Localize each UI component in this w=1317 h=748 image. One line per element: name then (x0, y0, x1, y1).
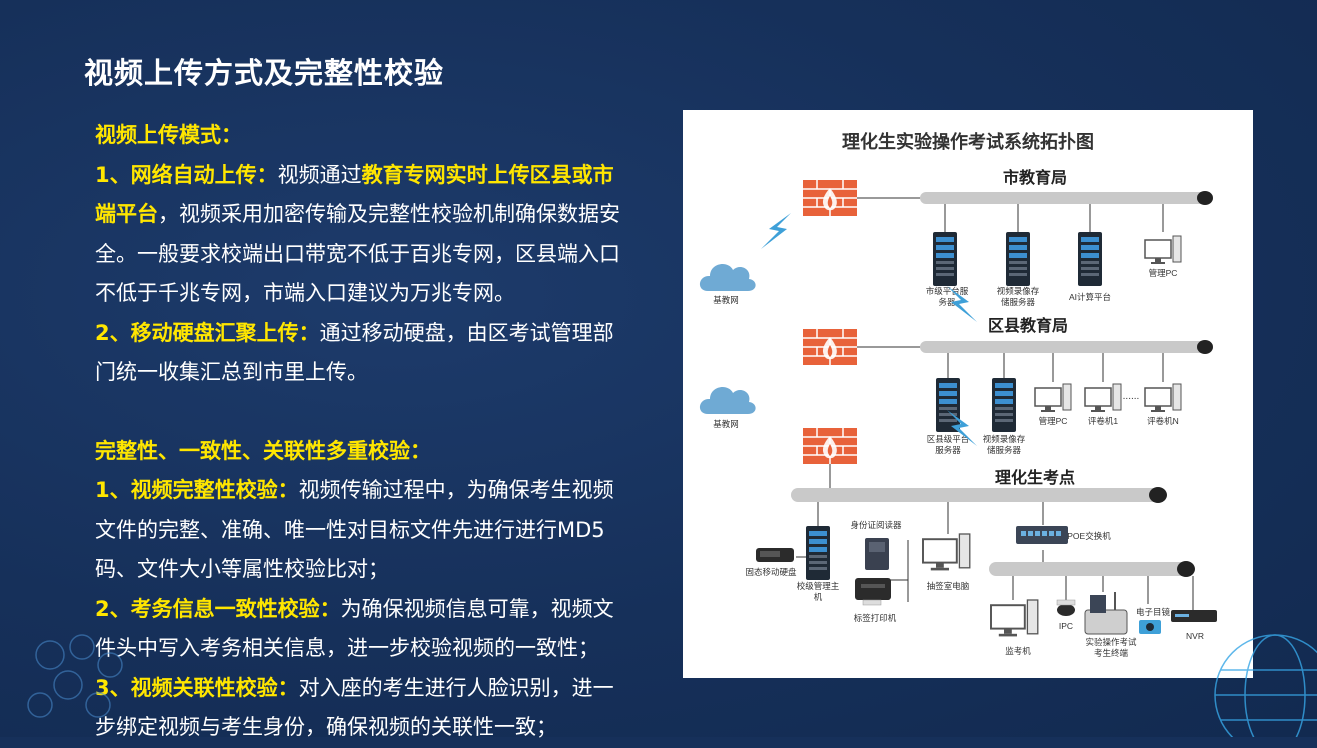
ipc-label: IPC (1059, 621, 1073, 631)
cloud1-label: 基教网 (713, 295, 739, 305)
ssd-label: 固态移动硬盘 (745, 567, 797, 577)
grader-1-label: 评卷机1 (1088, 416, 1119, 426)
city-backbone-bar (920, 191, 1213, 205)
nvr-label: NVR (1186, 631, 1204, 641)
city-storage-server-icon (1006, 232, 1030, 286)
terminal-label: 实验操作考试 (1085, 637, 1137, 647)
district-firewall-icon (802, 328, 858, 366)
paragraph-association: 3、视频关联性校验：对入座的考生进行人脸识别，进一步绑定视频与考生身份，确保视频… (95, 675, 614, 740)
paragraph-consistency: 2、考务信息一致性校验：为确保视频信息可靠，视频文件头中写入考务相关信息，进一步… (95, 596, 614, 661)
grader-n-icon (1144, 383, 1182, 413)
exam-terminal-icon (1084, 592, 1128, 635)
school-label: 理化生考点 (995, 468, 1075, 487)
draw-pc-label: 抽签室电脑 (927, 581, 970, 591)
district-server2-label-b: 储服务器 (987, 445, 1022, 455)
district-pc-label: 管理PC (1039, 416, 1068, 426)
district-backbone-bar (920, 340, 1213, 354)
eyepiece-icon (1139, 620, 1161, 634)
district-label: 区县教育局 (988, 316, 1068, 335)
school-backbone-bar (791, 487, 1167, 503)
school-server-label: 校级管理主 (797, 581, 840, 591)
proctor-pc-icon (990, 599, 1039, 638)
city-firewall-icon (802, 179, 858, 217)
diagram-title: 理化生实验操作考试系统拓扑图 (842, 131, 1094, 152)
decorative-icons-graphic (27, 634, 123, 718)
district-pc-icon (1034, 383, 1072, 413)
grader-n-label: 评卷机N (1147, 416, 1179, 426)
id-reader-label: 身份证阅读器 (850, 520, 902, 530)
network-cloud-icon (699, 264, 756, 291)
city-pc-label: 管理PC (1149, 268, 1178, 278)
district-storage-server-icon (992, 378, 1016, 432)
label-printer-label: 标签打印机 (854, 613, 897, 623)
cloud2-label: 基教网 (713, 419, 739, 429)
ai-platform-label: AI计算平台 (1069, 292, 1111, 302)
city-server1-label-b: 务器 (938, 297, 956, 307)
nvr-icon (1171, 610, 1217, 622)
city-platform-server-icon (933, 232, 957, 286)
topology-diagram-panel: 理化生实验操作考试系统拓扑图 市教育局 市级平台服 务器 视频录像存 储服务器 … (683, 110, 1253, 678)
lightning-link-icon (761, 213, 791, 249)
poe-switch-label: POE交换机 (1067, 531, 1111, 541)
paragraph-disk-upload: 2、移动硬盘汇聚上传：通过移动硬盘，由区考试管理部门统一收集汇总到市里上传。 (95, 320, 614, 385)
paragraph-network-upload: 1、网络自动上传：视频通过教育专网实时上传区县或市端平台，视频采用加密传输及完整… (95, 162, 620, 306)
city-server1-label: 市级平台服 (926, 286, 969, 296)
ipc-camera-icon (1056, 599, 1076, 616)
district-platform-server-icon (936, 378, 960, 432)
terminal-label-b: 考生终端 (1094, 648, 1129, 658)
school-firewall-icon (802, 427, 858, 465)
district-server1-label-b: 服务器 (935, 445, 961, 455)
eyepiece-label: 电子目镜 (1136, 607, 1171, 617)
grader-1-icon (1084, 383, 1122, 413)
grader-dots: ...... (1123, 391, 1140, 402)
city-label: 市教育局 (1003, 168, 1067, 187)
poe-switch-icon (1016, 526, 1068, 544)
ssd-drive-icon (756, 548, 794, 562)
label-printer-icon (855, 578, 891, 606)
school-server-icon (806, 526, 830, 580)
district-server2-label: 视频录像存 (983, 434, 1026, 444)
check-heading: 完整性、一致性、关联性多重校验： (95, 438, 431, 463)
upload-mode-heading: 视频上传模式： (95, 123, 242, 147)
city-server2-label: 视频录像存 (997, 286, 1040, 296)
ai-platform-server-icon (1078, 232, 1102, 286)
district-server1-label: 区县级平台 (927, 434, 970, 444)
school-server-label-b: 机 (814, 592, 823, 602)
decorative-globe-graphic (1214, 634, 1317, 737)
paragraph-integrity: 1、视频完整性校验：视频传输过程中，为确保考生视频文件的完整、准确、唯一性对目标… (95, 478, 614, 581)
slide-title: 视频上传方式及完整性校验 (84, 56, 445, 90)
draw-room-pc-icon (922, 533, 971, 572)
city-pc-icon (1144, 235, 1182, 265)
id-reader-icon (865, 538, 889, 570)
exam-backbone-bar (989, 561, 1195, 577)
network-cloud-icon (699, 387, 756, 414)
proctor-pc-label: 监考机 (1005, 646, 1031, 656)
city-server2-label-b: 储服务器 (1001, 297, 1036, 307)
body-text: 视频上传模式： 1、网络自动上传：视频通过教育专网实时上传区县或市端平台，视频采… (43, 116, 623, 748)
